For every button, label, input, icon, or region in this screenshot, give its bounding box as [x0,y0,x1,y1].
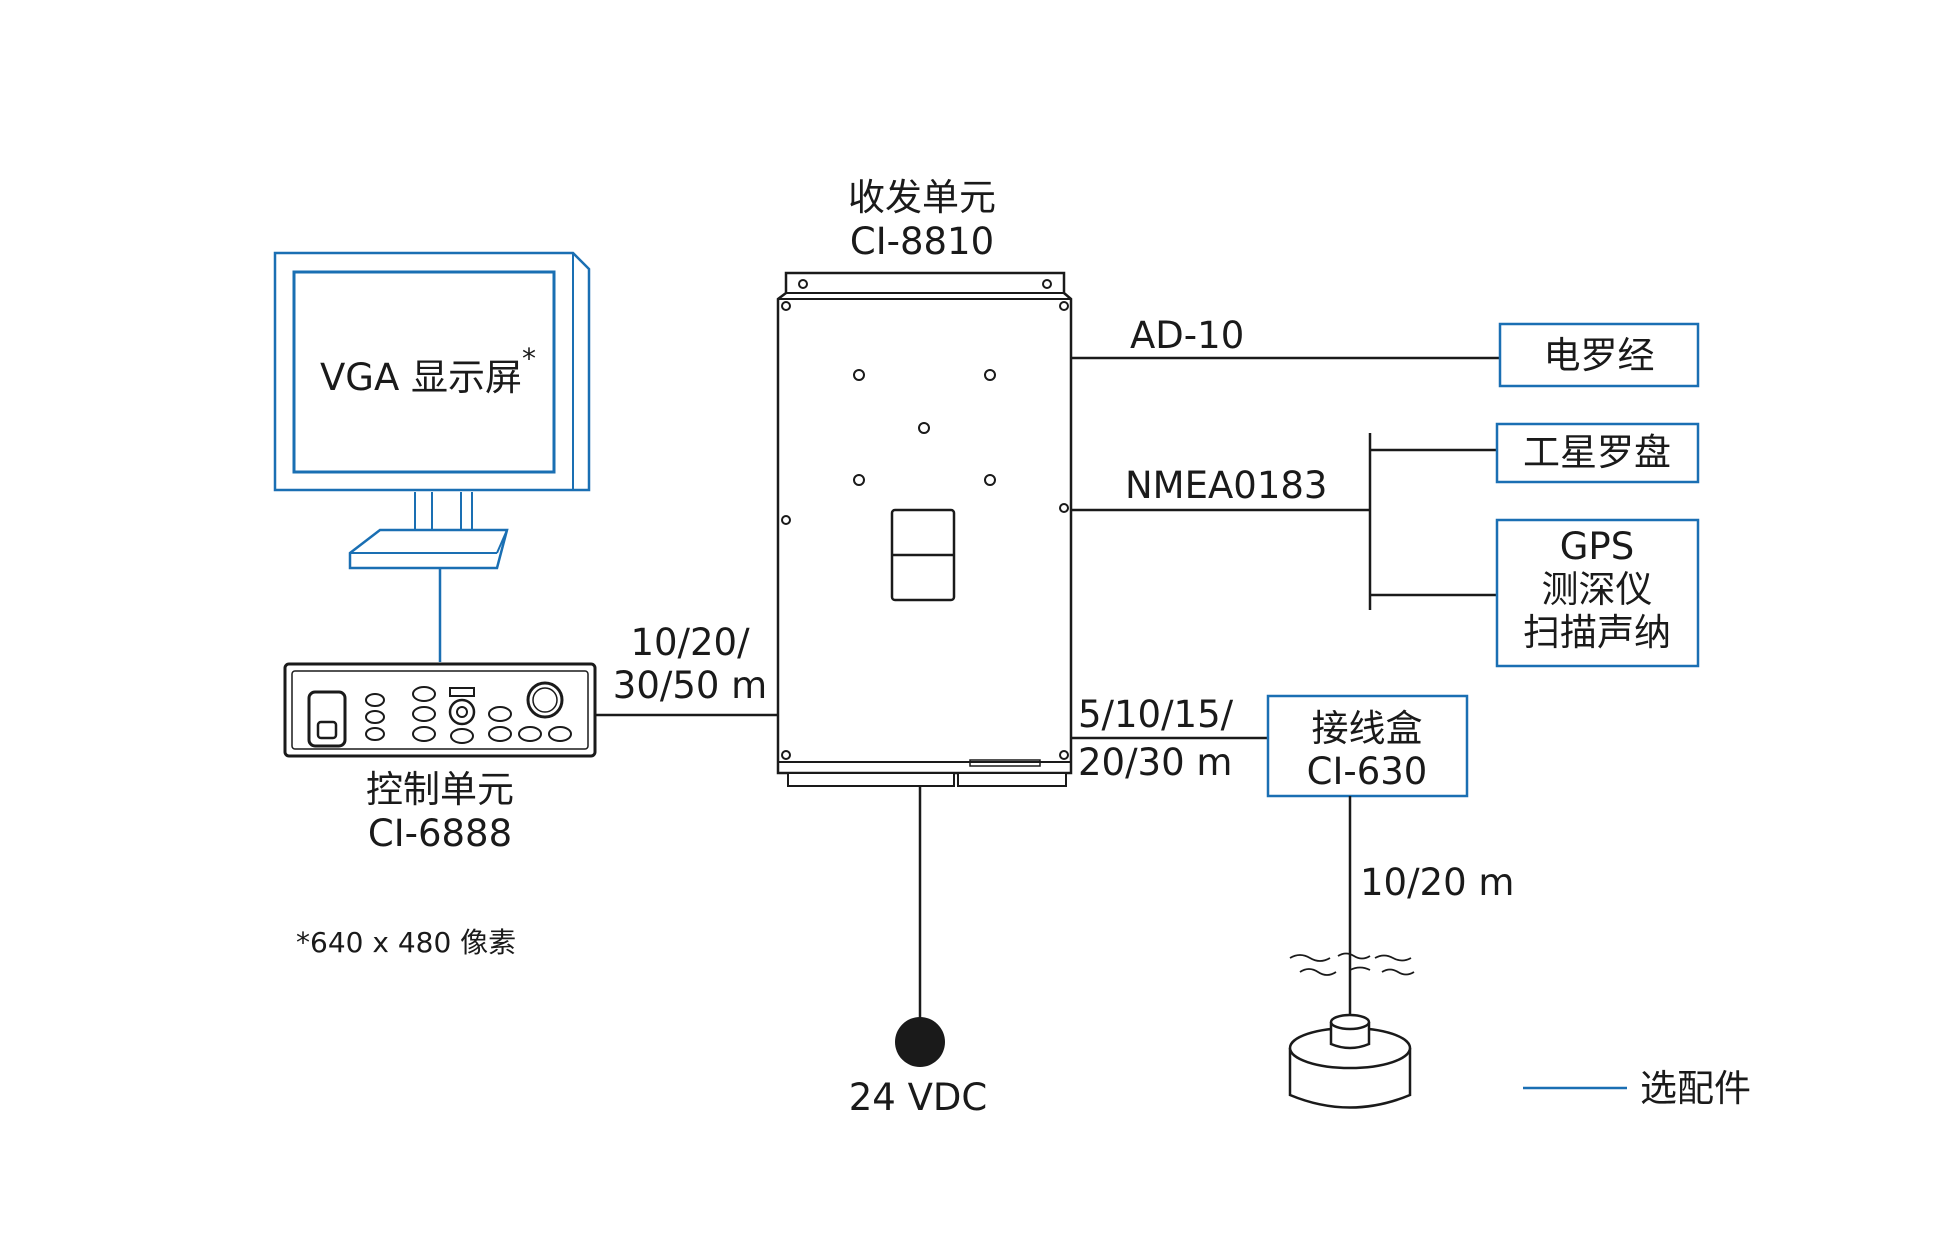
gyro-label: 电罗经 [1544,334,1655,377]
transducer [1288,1013,1412,1109]
legend-label: 选配件 [1640,1067,1751,1110]
junction-cable-length-2: 20/30 m [1078,741,1232,784]
transceiver-title: 收发单元 [848,176,996,219]
junction-box [1266,694,1469,798]
transducer-cable-label: 10/20 m [1360,861,1514,904]
echo-sounder-label: 测深仪 [1542,568,1653,611]
gyro-cable-label: AD-10 [1130,314,1244,357]
transceiver-model: CI-8810 [850,220,994,263]
gyro-box [1498,322,1700,388]
control-unit: 控制单元 CI-6888 [283,662,597,855]
control-cable-length-1: 10/20/ [630,621,750,664]
control-unit-title: 控制单元 [366,768,514,811]
power-connector [895,1017,945,1067]
water-surface [1289,952,1415,976]
satellite-compass-label: 工星罗盘 [1523,431,1671,474]
gps-label: GPS [1560,525,1634,568]
transceiver-unit: 收发单元 CI-8810 [776,176,1073,787]
nav-devices-box [1495,518,1700,668]
pixel-footnote: *640 x 480 像素 [296,926,516,959]
vga-footnote-mark: * [522,342,536,375]
nmea-cable-label: NMEA0183 [1125,464,1327,507]
junction-cable-length-1: 5/10/15/ [1078,693,1234,736]
satellite-compass-box [1495,422,1700,484]
power-label: 24 VDC [849,1076,987,1119]
control-cable-length-2: 30/50 m [613,664,767,707]
junction-box-model: CI-630 [1307,750,1428,793]
vga-display-label: VGA 显示屏 [320,356,522,399]
vga-monitor: VGA 显示屏 * [273,251,591,570]
junction-box-title: 接线盒 [1312,707,1423,750]
control-unit-model: CI-6888 [368,812,512,855]
scanning-sonar-label: 扫描声纳 [1523,611,1671,654]
